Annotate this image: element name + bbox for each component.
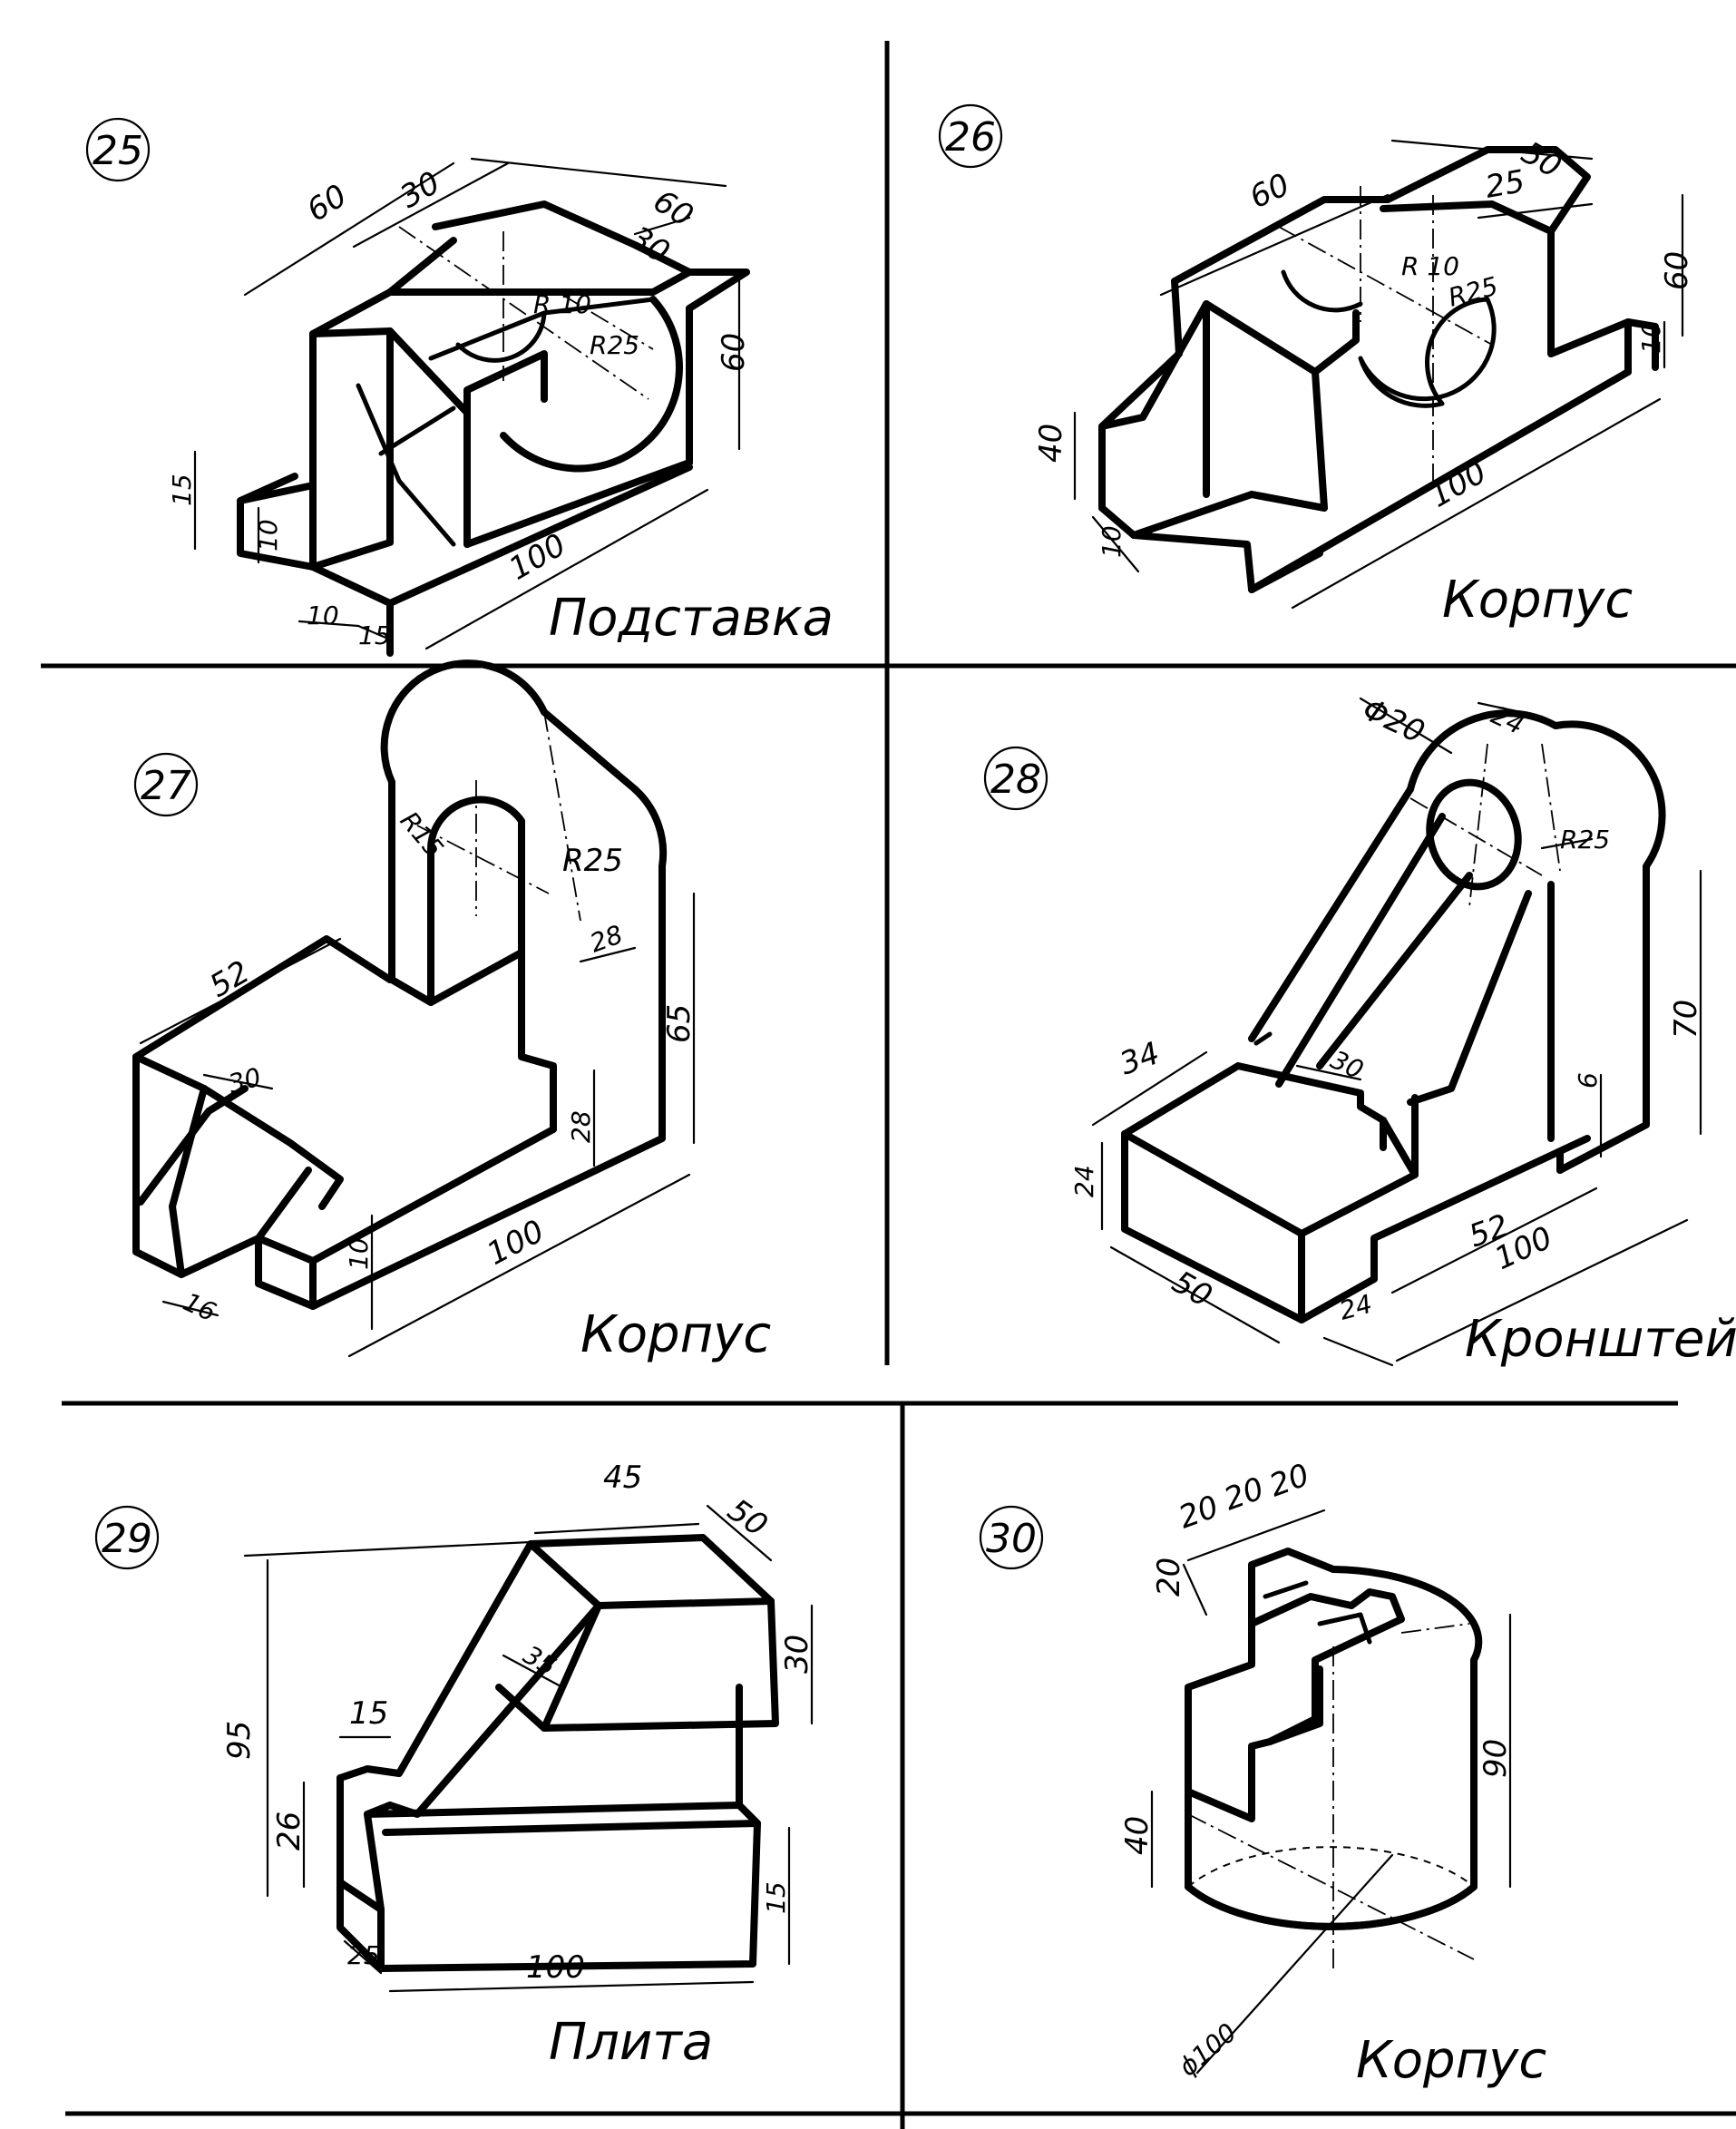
panel-number: 26 (945, 114, 996, 161)
dimension-lines (193, 157, 741, 650)
part-title: Подставка (549, 589, 834, 648)
dim-label: 20 (1174, 1489, 1223, 1536)
dim-label: 60 (301, 178, 354, 230)
dim-label: 90 (1478, 1739, 1514, 1778)
dimension-lines (139, 892, 696, 1358)
dim-label: 65 (661, 1004, 697, 1043)
dim-label: 20 (1219, 1470, 1268, 1518)
center-lines (1409, 743, 1561, 908)
part-title: Корпус (1356, 2031, 1546, 2090)
dim-label: 30 (779, 1635, 815, 1674)
panel-29: 29 45 50 (94, 1460, 815, 2072)
dim-label: 26 (271, 1812, 307, 1851)
dim-label: 15 (761, 1881, 791, 1914)
dim-label: 10 (344, 1237, 374, 1270)
dimension-lines (1073, 139, 1684, 610)
panel-number-circle (983, 746, 1048, 811)
dim-label: 10 (1636, 321, 1666, 354)
dim-label: 50 (721, 1492, 774, 1545)
dim-label: 60 (716, 333, 752, 372)
panel-number: 25 (93, 128, 143, 174)
dim-label: 100 (1424, 454, 1493, 515)
dim-label: 100 (503, 527, 572, 588)
dim-label: 25 (1483, 163, 1528, 206)
dim-label: 70 (1668, 1000, 1704, 1039)
panel-number: 27 (141, 763, 191, 809)
dim-label: 6 (1573, 1072, 1603, 1089)
panel-25: 25 (85, 117, 834, 657)
dim-label: 100 (526, 1949, 585, 1986)
part-drawing (1098, 146, 1659, 593)
dimension-lines (1091, 697, 1702, 1367)
dim-label: R 10 (1401, 251, 1459, 281)
dim-label: 52 (204, 954, 256, 1005)
dim-label: 10 (1097, 525, 1126, 558)
dim-label: 28 (566, 1110, 596, 1143)
dim-label: 45 (603, 1460, 642, 1496)
dim-label: 15 (349, 1695, 388, 1732)
dim-label: 40 (1119, 1816, 1156, 1855)
dim-label: 60 (1244, 167, 1295, 217)
center-lines (1187, 1623, 1475, 1968)
panel-number-circle (85, 117, 151, 182)
dim-label: 20 (1151, 1558, 1187, 1597)
sheet-grid (41, 41, 1736, 2129)
dim-label: Φ20 (1357, 691, 1429, 751)
part-title: Корпус (1442, 571, 1633, 630)
part-title: Кронштейн (1465, 1310, 1736, 1369)
panel-number-circle (938, 103, 1003, 169)
dimension-lines (243, 1504, 814, 1993)
part-title: Корпус (580, 1305, 771, 1364)
dim-label: R25 (590, 330, 639, 360)
dim-label: 40 (1033, 424, 1069, 463)
panel-number: 29 (102, 1516, 152, 1562)
dim-label: ϕ100 (1173, 2017, 1242, 2083)
dim-label: 15 (358, 620, 391, 650)
dim-label: 30 (225, 1062, 264, 1099)
dim-label: R 10 (533, 289, 591, 319)
panel-number-circle (979, 1505, 1044, 1570)
part-drawing (1121, 709, 1666, 1323)
dim-label: 10 (307, 601, 339, 630)
part-title: Плита (549, 2013, 713, 2072)
panel-26: 26 (938, 103, 1695, 630)
dim-label: 24 (1069, 1165, 1099, 1197)
panel-27: 27 (132, 659, 771, 1364)
dim-label: 20 (1264, 1457, 1313, 1504)
center-lines (416, 711, 581, 922)
dim-label: 34 (1115, 1035, 1164, 1082)
part-drawing (132, 659, 668, 1310)
dim-label: 16 (179, 1286, 220, 1327)
dim-label: 28 (586, 919, 627, 958)
panel-number: 28 (990, 757, 1041, 803)
dim-label: 60 (1659, 251, 1695, 290)
dimension-lines (1150, 1509, 1512, 2075)
part-drawing (336, 1534, 779, 1972)
panel-28: 28 (983, 691, 1736, 1369)
part-drawing (237, 200, 750, 657)
dim-label: R25 (1560, 825, 1610, 855)
dimension-labels: 20 20 20 20 90 40 ϕ100 (1119, 1457, 1514, 2082)
dim-label: 95 (221, 1721, 258, 1760)
dim-label: 15 (167, 474, 197, 506)
center-lines (1278, 186, 1493, 481)
panel-number: 30 (986, 1516, 1037, 1562)
panel-number-circle (94, 1505, 160, 1570)
dim-label: R25 (562, 843, 623, 879)
panel-30: 30 20 20 20 20 90 (979, 1457, 1546, 2090)
center-lines (398, 226, 654, 400)
dim-label: 35 (519, 1639, 561, 1681)
dim-label: 25 (347, 1940, 380, 1970)
panel-number-circle (133, 752, 199, 817)
part-drawing (1185, 1548, 1483, 1930)
dim-label: 10 (253, 519, 283, 552)
